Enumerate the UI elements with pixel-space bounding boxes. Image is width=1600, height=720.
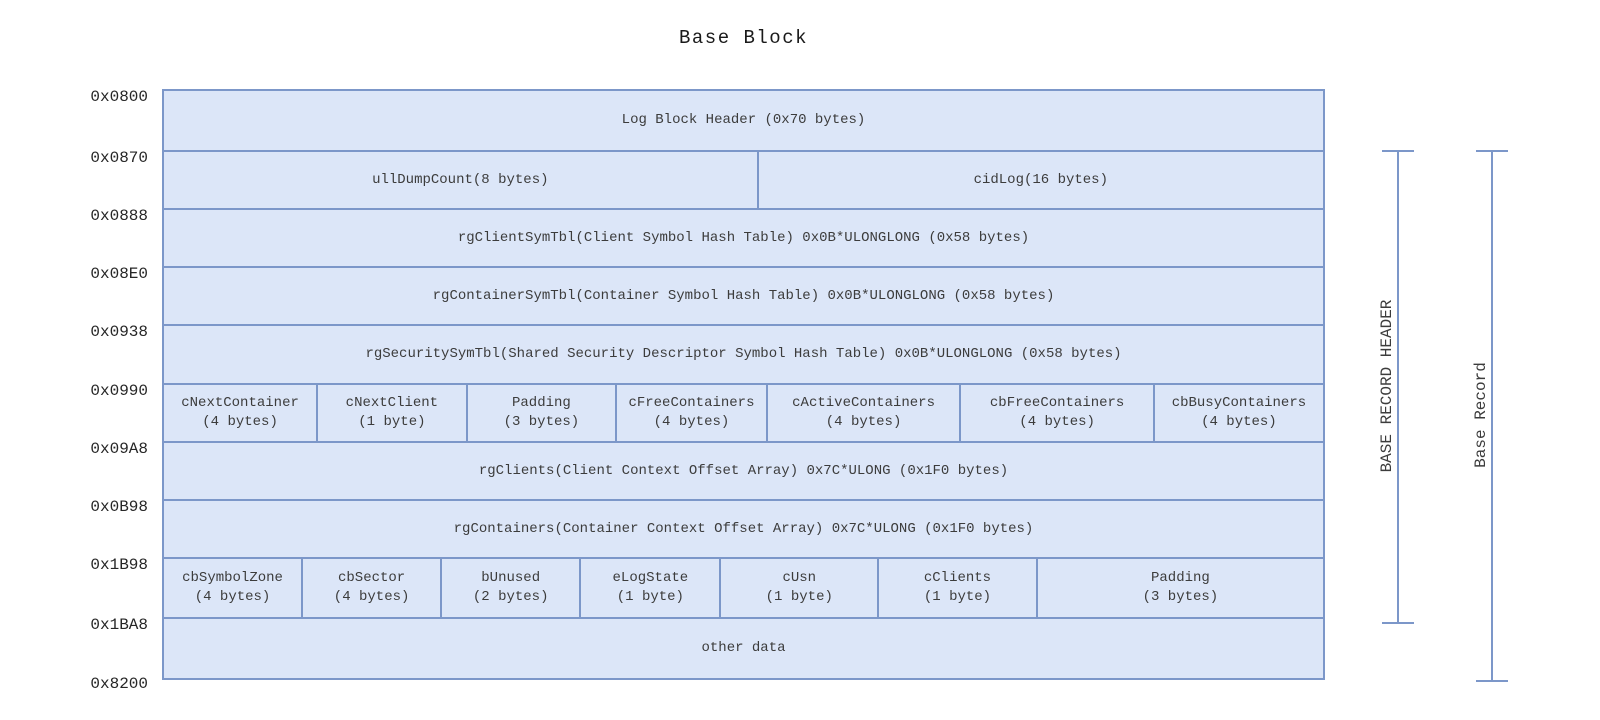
- block-cell-label: Padding: [511, 395, 571, 411]
- bracket-line: [1491, 150, 1493, 680]
- block-cell-label: cClients: [923, 570, 992, 586]
- diagram-title: Base Block: [678, 27, 809, 49]
- block-cell-label: rgSecuritySymTbl(Shared Security Descrip…: [365, 346, 1122, 362]
- block-row: rgSecuritySymTbl(Shared Security Descrip…: [164, 326, 1323, 385]
- block-cell: cidLog(16 bytes): [758, 152, 1323, 208]
- block-cell-label: (1 byte): [616, 589, 684, 605]
- block-cell-label: bUnused: [481, 570, 541, 586]
- address-label: 0x09A8: [90, 440, 148, 458]
- block-cell: cbSector (4 bytes): [303, 559, 443, 617]
- address-label: 0x0870: [90, 149, 148, 167]
- address-label: 0x8200: [90, 675, 148, 693]
- block-cell: rgContainers(Container Context Offset Ar…: [164, 501, 1323, 557]
- block-cell-label: (1 byte): [358, 414, 426, 430]
- block-cell-label: cActiveContainers: [792, 395, 935, 411]
- block-cell-label: rgContainerSymTbl(Container Symbol Hash …: [432, 287, 1055, 304]
- address-label: 0x0990: [90, 382, 148, 400]
- address-label: 0x0938: [90, 323, 148, 341]
- bracket-cap: [1476, 680, 1508, 682]
- block-cell: cFreeContainers (4 bytes): [617, 385, 768, 441]
- block-row: other data: [164, 619, 1323, 678]
- block-cell: cbBusyContainers (4 bytes): [1154, 385, 1323, 441]
- block-cell: rgClients(Client Context Offset Array) 0…: [164, 443, 1323, 499]
- block-cell: bUnused (2 bytes): [442, 559, 582, 617]
- bracket-line: [1397, 150, 1399, 622]
- address-label: 0x0888: [90, 207, 148, 225]
- block-cell-label: cbFreeContainers: [989, 395, 1125, 411]
- block-cell-label: rgContainers(Container Context Offset Ar…: [453, 520, 1034, 537]
- block-cell-label: (1 byte): [923, 589, 992, 605]
- block-cell-label: (4 bytes): [202, 414, 278, 430]
- block-cell-label: (4 bytes): [1019, 414, 1095, 430]
- block-cell-label: (4 bytes): [333, 589, 410, 605]
- address-label: 0x0800: [90, 88, 148, 106]
- block-cell-label: (1 byte): [765, 589, 833, 605]
- block-cell-label: (3 bytes): [503, 414, 580, 430]
- block-cell-label: cbSector: [338, 570, 406, 586]
- block-table: Log Block Header (0x70 bytes) ullDumpCoun…: [162, 89, 1325, 680]
- bracket-cap: [1476, 150, 1508, 152]
- block-cell: Log Block Header (0x70 bytes): [164, 91, 1323, 150]
- block-cell-label: (4 bytes): [825, 414, 902, 430]
- block-cell: cbFreeContainers (4 bytes): [961, 385, 1155, 441]
- block-cell: cNextContainer (4 bytes): [164, 385, 319, 441]
- block-cell: cbSymbolZone (4 bytes): [164, 559, 304, 617]
- block-row: Log Block Header (0x70 bytes): [164, 91, 1323, 152]
- block-cell-label: (4 bytes): [194, 589, 271, 605]
- block-cell-label: Padding: [1151, 570, 1210, 586]
- block-cell: other data: [164, 619, 1323, 678]
- block-cell-label: cNextClient: [345, 395, 439, 411]
- block-row: cNextContainer (4 bytes) cNextClient (1 byt…: [164, 385, 1323, 443]
- block-cell-label: (4 bytes): [1201, 414, 1277, 430]
- block-cell-label: ullDumpCount(8 bytes): [372, 171, 549, 188]
- block-row: cbSymbolZone (4 bytes) cbSector (4 bytes) bU…: [164, 559, 1323, 619]
- block-cell-label: Log Block Header (0x70 bytes): [621, 112, 866, 128]
- block-cell-label: cbBusyContainers: [1171, 395, 1307, 411]
- block-cell: cActiveContainers (4 bytes): [767, 385, 962, 441]
- block-cell: Padding (3 bytes): [467, 385, 618, 441]
- block-cell-label: eLogState: [612, 570, 689, 586]
- address-label: 0x08E0: [90, 265, 148, 283]
- block-cell-label: (3 bytes): [1142, 589, 1219, 605]
- bracket-label: Base Record: [1472, 362, 1490, 468]
- block-cell: eLogState (1 byte): [581, 559, 722, 617]
- bracket-cap: [1382, 150, 1414, 152]
- bracket-label: BASE RECORD HEADER: [1378, 299, 1396, 473]
- block-cell-label: cUsn: [782, 570, 817, 586]
- block-cell: ullDumpCount(8 bytes): [164, 152, 759, 208]
- block-row: rgClients(Client Context Offset Array) 0…: [164, 443, 1323, 501]
- block-cell-label: rgClients(Client Context Offset Array) 0…: [478, 462, 1009, 479]
- block-cell: rgClientSymTbl(Client Symbol Hash Table)…: [164, 210, 1323, 266]
- bracket-cap: [1382, 622, 1414, 624]
- block-row: ullDumpCount(8 bytes) cidLog(16 bytes): [164, 152, 1323, 210]
- block-cell-label: cFreeContainers: [628, 395, 755, 411]
- block-cell: cUsn (1 byte): [721, 559, 880, 617]
- address-label: 0x1B98: [90, 556, 148, 574]
- block-cell: cNextClient (1 byte): [318, 385, 468, 441]
- block-row: rgClientSymTbl(Client Symbol Hash Table)…: [164, 210, 1323, 268]
- block-cell-label: (4 bytes): [653, 414, 730, 430]
- block-cell-label: other data: [701, 640, 786, 656]
- address-label: 0x1BA8: [90, 616, 148, 634]
- block-cell: cClients (1 byte): [879, 559, 1038, 617]
- block-row: rgContainers(Container Context Offset Ar…: [164, 501, 1323, 559]
- block-cell: rgSecuritySymTbl(Shared Security Descrip…: [164, 326, 1323, 383]
- address-label: 0x0B98: [90, 498, 148, 516]
- block-cell: rgContainerSymTbl(Container Symbol Hash …: [164, 268, 1323, 324]
- block-cell-label: cbSymbolZone: [182, 570, 283, 586]
- block-row: rgContainerSymTbl(Container Symbol Hash …: [164, 268, 1323, 326]
- block-cell-label: (2 bytes): [472, 589, 549, 605]
- block-cell-label: rgClientSymTbl(Client Symbol Hash Table)…: [457, 229, 1030, 246]
- block-cell-label: cNextContainer: [181, 395, 299, 411]
- block-cell-label: cidLog(16 bytes): [973, 171, 1108, 188]
- block-cell: Padding (3 bytes): [1037, 559, 1323, 617]
